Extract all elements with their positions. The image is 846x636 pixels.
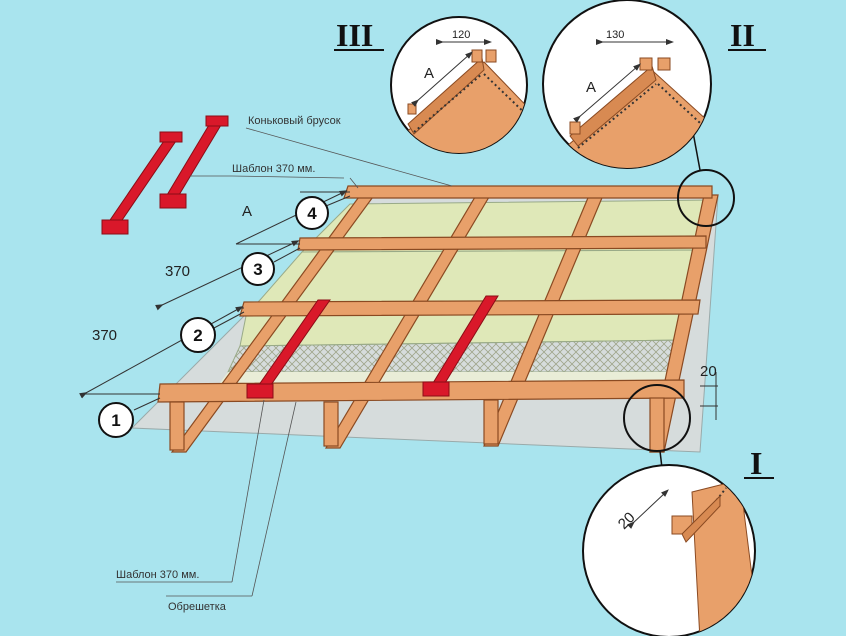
detail-iii: 120 А xyxy=(390,16,528,154)
detail-iii-a: А xyxy=(424,65,434,82)
callout-ridge-circle xyxy=(677,169,735,227)
marker-3: 3 xyxy=(241,247,301,286)
dimension-lines xyxy=(79,190,718,420)
support-posts xyxy=(169,397,665,453)
marker-4-label: 4 xyxy=(307,204,317,223)
callout-eave-circle xyxy=(623,384,691,452)
label-template-bottom: Шаблон 370 мм. xyxy=(116,569,199,581)
detail-ii-title: II xyxy=(730,17,755,53)
leader-lines xyxy=(116,127,453,597)
detail-iii-width: 120 xyxy=(452,29,470,41)
detail-i-title: I xyxy=(750,445,762,481)
marker-3-label: 3 xyxy=(253,260,262,279)
template-red-loose xyxy=(101,115,229,235)
dim-a-main: А xyxy=(242,203,252,220)
marker-2: 2 xyxy=(180,311,245,353)
dim-370-lower: 370 xyxy=(92,327,117,344)
detail-iii-title: III xyxy=(336,17,373,53)
marker-4: 4 xyxy=(295,195,351,230)
dim-370-upper: 370 xyxy=(165,263,190,280)
label-batten: Обрешетка xyxy=(168,601,227,613)
marker-1: 1 xyxy=(98,397,161,438)
label-template-top: Шаблон 370 мм. xyxy=(232,163,315,175)
marker-1-label: 1 xyxy=(111,411,120,430)
template-red-on-roof xyxy=(246,295,499,399)
detail-ii-a: А xyxy=(586,79,596,96)
detail-ii-width: 130 xyxy=(606,29,624,41)
marker-2-label: 2 xyxy=(193,326,202,345)
detail-ii: 130 А xyxy=(542,0,712,169)
label-ridge-bar: Коньковый брусок xyxy=(248,115,341,127)
dim-overhang-20: 20 xyxy=(700,363,717,380)
detail-i: 20 xyxy=(582,464,756,636)
